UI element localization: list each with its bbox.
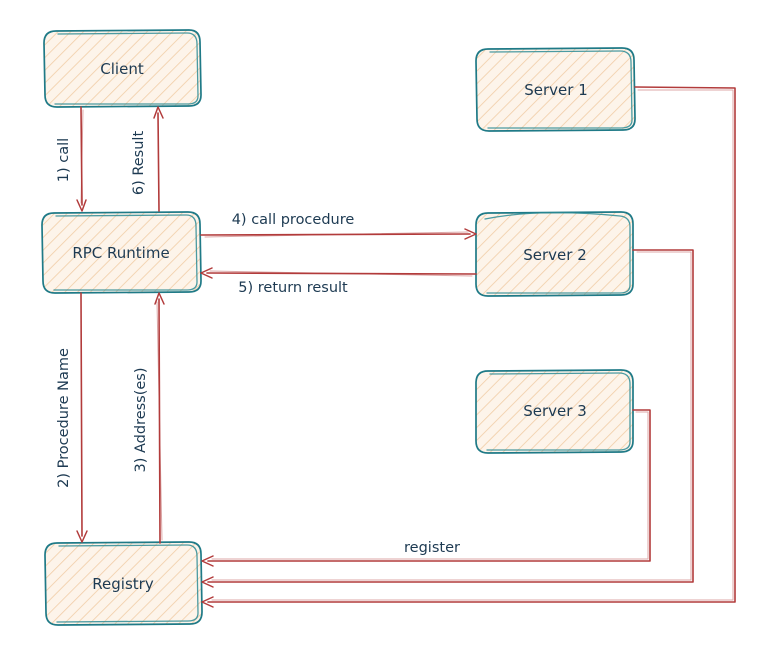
edge-addresses-label: 3) Address(es) <box>133 367 149 472</box>
node-server-1-shape <box>475 47 636 132</box>
edge-register-server-3-line <box>207 409 651 562</box>
edge-procedure-name-arrowhead <box>76 530 88 543</box>
node-registry[interactable]: Registry <box>44 541 203 626</box>
edge-return-result-arrowhead <box>200 267 213 279</box>
node-client-shape <box>43 29 202 108</box>
edge-register-server-3-line-ghost <box>211 411 649 560</box>
edge-register-server-2-arrowhead <box>201 576 214 588</box>
node-registry-shape <box>44 541 203 626</box>
edge-call-procedure-line <box>200 233 471 236</box>
edge-register-server-2-line-ghost <box>211 251 692 581</box>
edge-call-label: 1) call <box>56 138 72 182</box>
edge-addresses-line <box>158 298 161 544</box>
edge-register-label: register <box>404 540 460 556</box>
edge-addresses: 3) Address(es) <box>133 292 165 544</box>
edge-return-result: 5) return result <box>200 267 477 296</box>
edge-addresses-arrowhead <box>154 292 165 305</box>
edge-return-result-line-ghost <box>209 270 473 277</box>
edge-call-procedure: 4) call procedure <box>200 212 477 240</box>
node-server-2-shape <box>475 211 634 297</box>
node-server-3[interactable]: Server 3 <box>475 369 634 454</box>
edge-register-server-1-arrowhead <box>201 596 214 608</box>
node-registry-shape-outline <box>56 544 199 623</box>
edge-register-server-2 <box>201 249 694 588</box>
edge-register-server-3 <box>201 409 651 567</box>
edge-result: 6) Result <box>131 106 164 212</box>
node-server-1[interactable]: Server 1 <box>475 47 636 132</box>
edge-register-server-2-line <box>207 249 694 583</box>
node-server-3-label: Server 3 <box>523 402 587 420</box>
edge-call: 1) call <box>56 106 87 212</box>
edge-procedure-name: 2) Procedure Name <box>56 292 88 543</box>
node-rpc-runtime-shape-outline <box>53 214 198 291</box>
node-server-3-shape <box>475 369 634 454</box>
edge-addresses-line-ghost <box>156 301 163 541</box>
node-client-label: Client <box>100 60 144 78</box>
edge-call-procedure-label: 4) call procedure <box>232 212 355 228</box>
edge-register-server-1-line-ghost <box>211 89 734 601</box>
edge-call-procedure-line-ghost <box>204 231 469 238</box>
edge-call-procedure-arrowhead <box>464 228 477 240</box>
edge-procedure-name-label: 2) Procedure Name <box>56 348 72 488</box>
node-rpc-runtime-shape <box>41 211 202 294</box>
edge-return-result-label: 5) return result <box>238 280 348 296</box>
node-rpc-runtime-label: RPC Runtime <box>72 244 169 262</box>
node-client-shape-outline <box>54 32 199 105</box>
node-server-3-shape-outline <box>486 372 631 451</box>
node-server-1-label: Server 1 <box>524 81 588 99</box>
node-client[interactable]: Client <box>43 29 202 108</box>
node-server-1-shape-outline <box>487 50 633 129</box>
edge-register-server-1-line <box>207 86 736 603</box>
edge-return-result-line <box>206 272 477 275</box>
edge-register-server-3-arrowhead <box>201 555 214 567</box>
edge-register-server-1 <box>201 86 736 608</box>
edge-call-line <box>80 106 83 206</box>
node-registry-label: Registry <box>92 575 154 593</box>
edge-procedure-name-line <box>80 292 83 537</box>
edge-call-line-ghost <box>80 109 84 204</box>
edge-result-line <box>157 112 160 212</box>
node-server-2[interactable]: Server 2 <box>475 211 634 297</box>
edge-call-arrowhead <box>76 199 87 212</box>
node-server-2-shape-outline <box>484 211 631 294</box>
edge-result-label: 6) Result <box>131 131 147 196</box>
edge-result-arrowhead <box>153 106 164 119</box>
node-rpc-runtime[interactable]: RPC Runtime <box>41 211 202 294</box>
node-server-2-label: Server 2 <box>523 246 587 264</box>
